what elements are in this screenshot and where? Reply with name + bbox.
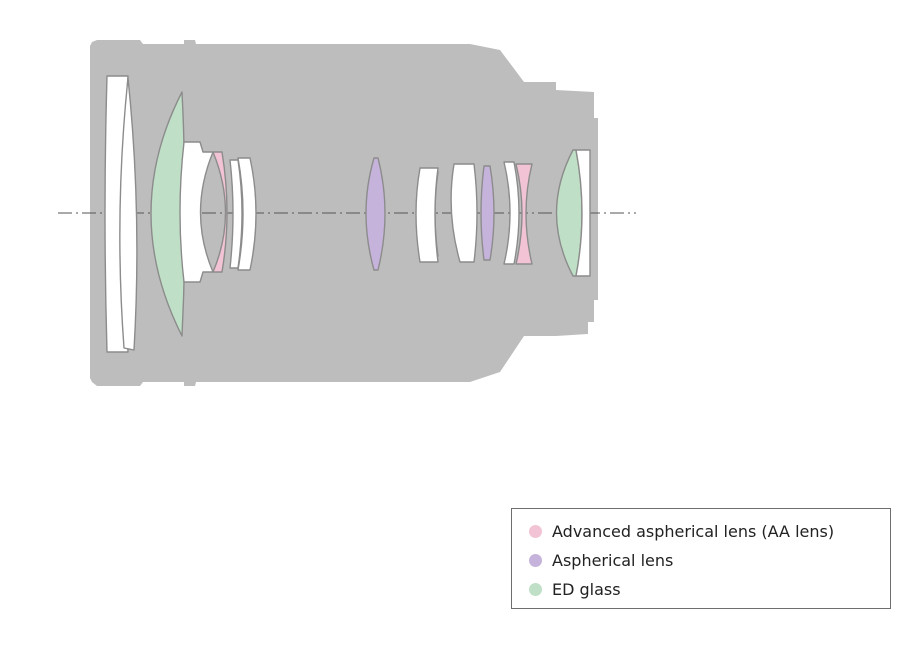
- front-second-element: [119, 77, 138, 351]
- aspherical-element-2: [480, 165, 495, 261]
- legend: Advanced aspherical lens (AA lens) Asphe…: [511, 508, 891, 609]
- aa-lens-element-1: [212, 151, 228, 273]
- rear-flat-element: [575, 149, 591, 277]
- legend-label-ed-glass: ED glass: [552, 580, 621, 599]
- doublet-element-b: [237, 157, 257, 271]
- rear-element-2: [450, 163, 478, 263]
- aspherical-element-1: [365, 157, 386, 271]
- rear-element-1: [415, 167, 439, 263]
- aspherical-swatch-icon: [529, 554, 542, 567]
- legend-item-ed-glass: ED glass: [529, 575, 890, 604]
- rear-element-3: [503, 161, 520, 265]
- legend-item-aspherical: Aspherical lens: [529, 546, 890, 575]
- legend-label-aa-lens: Advanced aspherical lens (AA lens): [552, 522, 835, 541]
- ed-glass-swatch-icon: [529, 583, 542, 596]
- legend-label-aspherical: Aspherical lens: [552, 551, 674, 570]
- lens-barrel: [90, 40, 598, 386]
- aa-lens-swatch-icon: [529, 525, 542, 538]
- legend-item-aa-lens: Advanced aspherical lens (AA lens): [529, 517, 890, 546]
- aa-lens-element-2: [515, 163, 533, 265]
